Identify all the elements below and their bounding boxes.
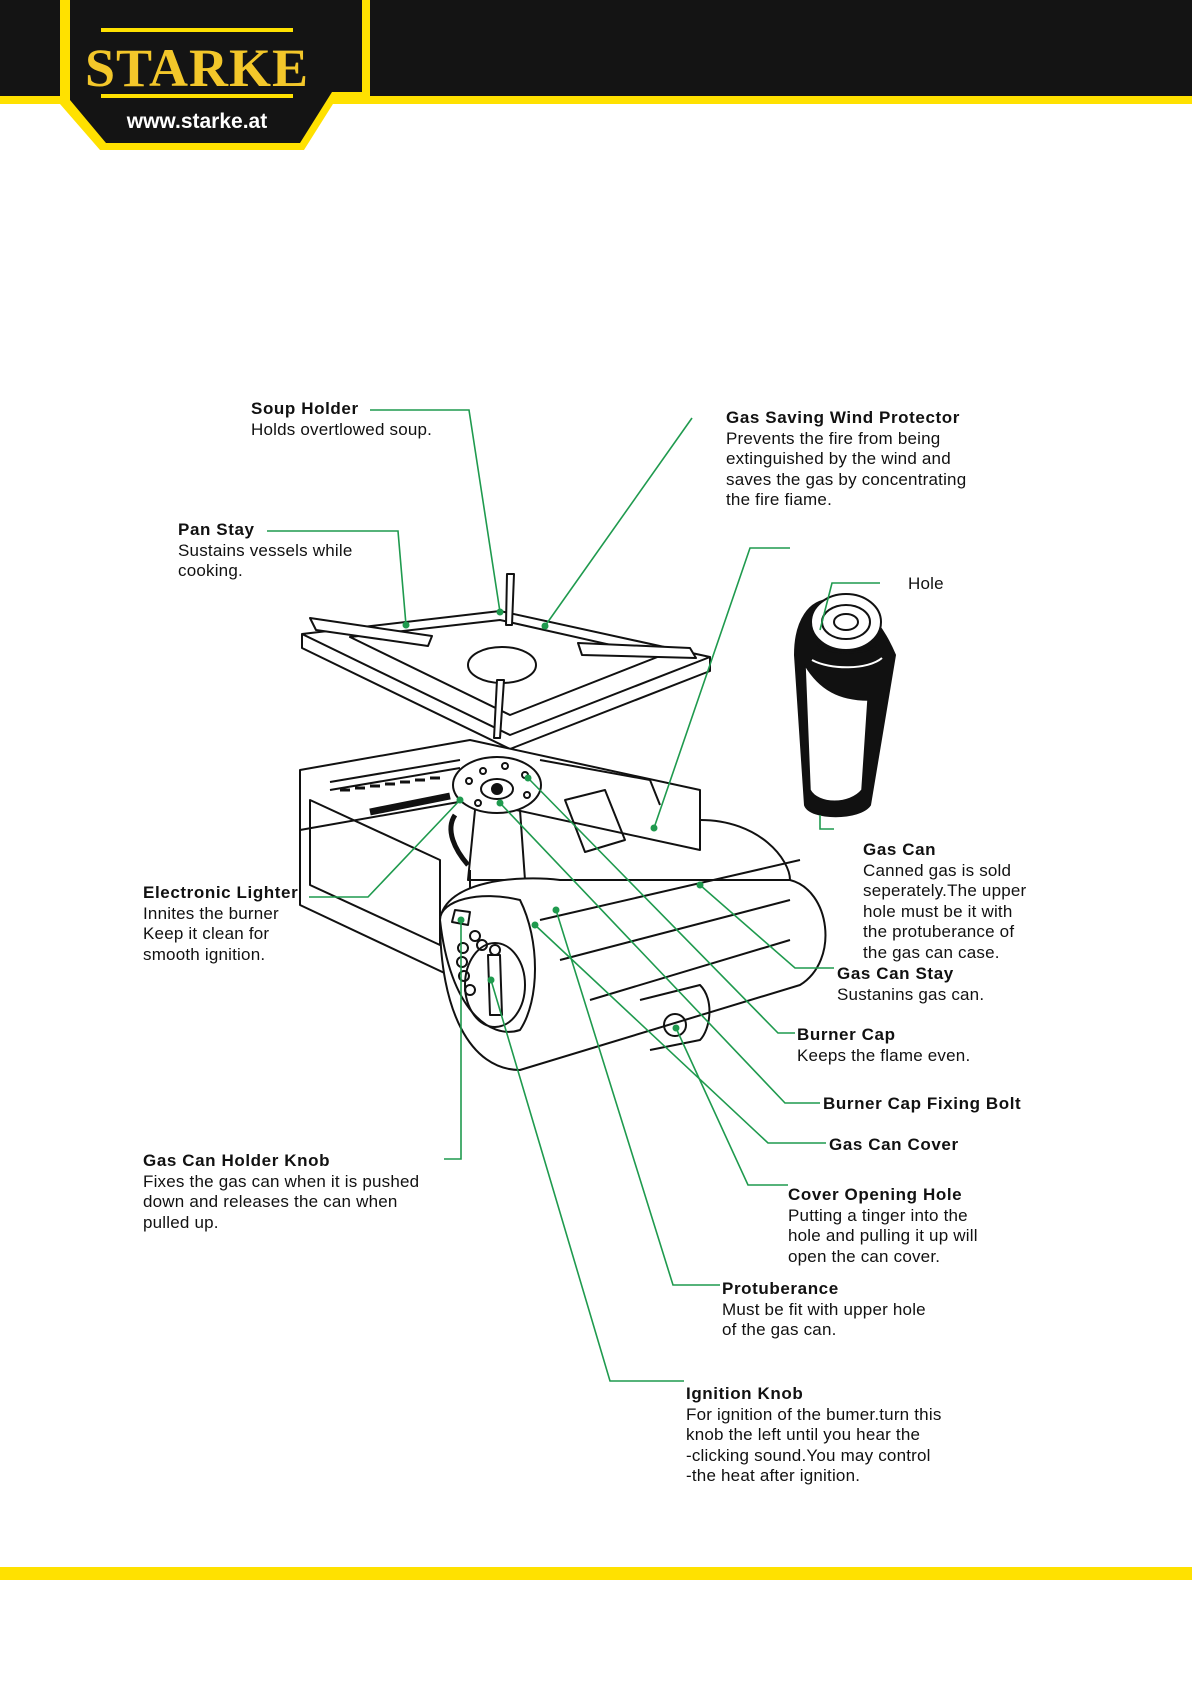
label-burner-cap: Burner Cap Keeps the flame even. xyxy=(797,1025,970,1066)
stove-illustration xyxy=(299,573,896,1071)
lighter-wire xyxy=(448,813,470,867)
label-desc: Putting a tinger into the hole and pulli… xyxy=(788,1205,978,1266)
label-ignition-knob: Ignition Knob For ignition of the bumer.… xyxy=(686,1384,942,1487)
label-title: Gas Can xyxy=(863,840,937,859)
ignition-knob-dial xyxy=(464,942,526,1028)
pan-stay-rear xyxy=(505,573,515,626)
header-banner: STARKE www.starke.at xyxy=(0,0,1192,150)
leader-pan-stay xyxy=(267,530,407,626)
leader-gas-can-stay xyxy=(699,884,834,969)
leader-gas-can xyxy=(819,815,834,830)
logo-wordmark: STARKE xyxy=(85,38,309,98)
label-desc: Prevents the fire from being extinguishe… xyxy=(726,428,967,510)
label-soup-holder: Soup Holder Holds overtlowed soup. xyxy=(251,399,432,440)
label-desc: Fixes the gas can when it is pushed down… xyxy=(143,1171,420,1232)
pan-stay-front xyxy=(493,679,505,739)
leader-cover-opening-hole xyxy=(675,1027,788,1186)
label-title: Ignition Knob xyxy=(686,1384,804,1403)
label-desc: Sustanins gas can. xyxy=(837,984,985,1004)
logo-badge xyxy=(70,0,362,143)
label-desc: Keeps the flame even. xyxy=(797,1045,971,1065)
label-electronic-lighter: Electronic Lighter Innites the burner Ke… xyxy=(143,883,298,965)
label-gas-can: Gas Can Canned gas is sold seperately.Th… xyxy=(863,840,1026,963)
pan-stay-left xyxy=(309,617,433,647)
label-title: Burner Cap Fixing Bolt xyxy=(823,1094,1022,1113)
leader-wind-protector xyxy=(544,417,693,627)
label-desc: Sustains vessels while cooking. xyxy=(178,540,353,581)
label-desc: Canned gas is sold seperately.The upper … xyxy=(863,860,1027,962)
label-desc: Must be fit with upper hole of the gas c… xyxy=(722,1299,926,1340)
label-title: Gas Can Stay xyxy=(837,964,954,983)
leader-gas-can-holder-knob xyxy=(444,920,462,1160)
label-desc: Holds overtlowed soup. xyxy=(251,419,433,439)
label-title: Gas Can Holder Knob xyxy=(143,1151,331,1170)
label-cover-opening-hole: Cover Opening Hole Putting a tinger into… xyxy=(788,1185,978,1267)
leader-electronic-lighter xyxy=(309,799,461,898)
leader-gas-can-stay-rear xyxy=(653,547,790,829)
label-title: Soup Holder xyxy=(251,399,359,418)
wind-guard xyxy=(564,789,626,853)
label-desc: For ignition of the bumer.turn this knob… xyxy=(686,1404,942,1486)
label-title: Cover Opening Hole xyxy=(788,1185,963,1204)
label-title: Gas Saving Wind Protector xyxy=(726,408,960,427)
label-protuberance: Protuberance Must be fit with upper hole… xyxy=(722,1279,926,1341)
leader-protuberance xyxy=(555,909,720,1286)
label-gas-can-cover: Gas Can Cover xyxy=(829,1135,959,1156)
label-hole: Hole xyxy=(908,574,944,595)
label-title: Hole xyxy=(908,574,944,593)
label-wind-protector: Gas Saving Wind Protector Prevents the f… xyxy=(726,408,966,511)
label-gas-can-stay: Gas Can Stay Sustanins gas can. xyxy=(837,964,984,1005)
ignition-knob xyxy=(487,954,503,1016)
leader-soup-holder xyxy=(370,409,501,613)
label-title: Pan Stay xyxy=(178,520,255,539)
leader-gas-can-cover xyxy=(534,924,826,1144)
label-title: Electronic Lighter xyxy=(143,883,299,902)
leader-lines xyxy=(267,409,880,1382)
label-pan-stay: Pan Stay Sustains vessels while cooking. xyxy=(178,520,352,582)
logo-rule-top xyxy=(101,28,293,32)
label-burner-cap-fixing-bolt: Burner Cap Fixing Bolt xyxy=(823,1094,1021,1115)
leader-ignition-knob xyxy=(490,979,684,1382)
burner-stem xyxy=(467,809,526,881)
gas-can-top xyxy=(810,593,882,651)
label-title: Burner Cap xyxy=(797,1025,896,1044)
label-desc: Innites the burner Keep it clean for smo… xyxy=(143,903,279,964)
footer-yellow-band xyxy=(0,1567,1192,1580)
label-title: Protuberance xyxy=(722,1279,839,1298)
pan-stay-right xyxy=(577,642,697,659)
logo-rule-bottom xyxy=(101,94,293,98)
logo-url: www.starke.at xyxy=(126,110,267,133)
leader-burner-cap xyxy=(527,777,795,1034)
leader-burner-cap-fixing-bolt xyxy=(499,802,820,1104)
label-title: Gas Can Cover xyxy=(829,1135,959,1154)
header-yellow-stripe xyxy=(0,96,1192,104)
leader-hole xyxy=(819,582,880,631)
label-gas-can-holder-knob: Gas Can Holder Knob Fixes the gas can wh… xyxy=(143,1151,419,1233)
cover-opening-hole xyxy=(663,1013,687,1037)
